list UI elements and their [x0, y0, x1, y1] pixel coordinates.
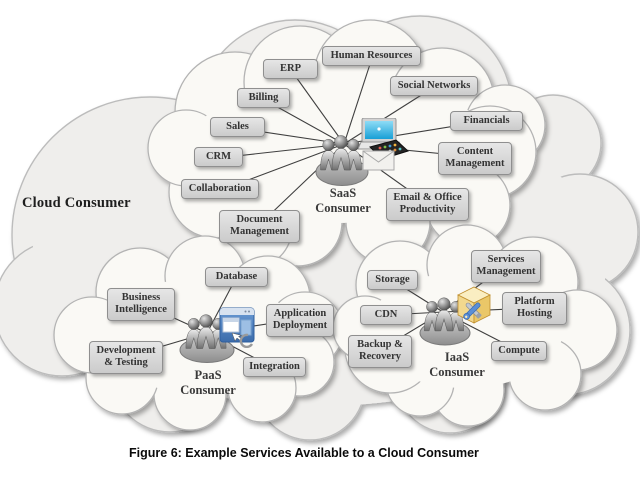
iaas-consumer-label: IaaS Consumer	[429, 350, 485, 379]
user-group-icon	[179, 314, 235, 363]
service-box-compute: Compute	[491, 341, 547, 362]
service-box-billing: Billing	[237, 88, 290, 109]
service-box-storage: Storage	[367, 270, 418, 291]
service-box-financials: Financials	[450, 111, 523, 132]
paas-consumer-label: PaaS Consumer	[180, 368, 236, 397]
service-box-integration: Integration	[243, 357, 306, 378]
service-box-development-testing: Development & Testing	[89, 341, 163, 374]
service-box-services-management: Services Management	[471, 250, 541, 283]
user-group-icon	[419, 297, 471, 346]
outer-cloud-label: Cloud Consumer	[22, 195, 131, 211]
service-box-platform-hosting: Platform Hosting	[502, 292, 567, 325]
toolbox-icon	[457, 286, 491, 324]
service-box-erp: ERP	[263, 59, 318, 80]
service-box-content-management: Content Management	[438, 142, 512, 175]
service-box-business-intelligence: Business Intelligence	[107, 288, 175, 321]
figure-caption: Figure 6: Example Services Available to …	[129, 446, 479, 460]
envelope-icon	[362, 150, 395, 171]
service-box-application-deployment: Application Deployment	[266, 304, 334, 337]
user-group-icon	[315, 135, 369, 186]
service-box-human-resources: Human Resources	[322, 46, 421, 67]
saas-consumer-label: SaaS Consumer	[315, 186, 371, 215]
service-box-sales: Sales	[210, 117, 265, 138]
service-box-social-networks: Social Networks	[390, 76, 478, 97]
service-box-cdn: CDN	[360, 305, 412, 326]
service-box-crm: CRM	[194, 147, 243, 168]
service-box-backup-recovery: Backup & Recovery	[348, 335, 412, 368]
service-box-database: Database	[205, 267, 268, 288]
application-window-icon	[219, 307, 255, 348]
service-box-email-office-productivity: Email & Office Productivity	[386, 188, 469, 221]
service-box-collaboration: Collaboration	[181, 179, 259, 200]
service-box-document-management: Document Management	[219, 210, 300, 243]
